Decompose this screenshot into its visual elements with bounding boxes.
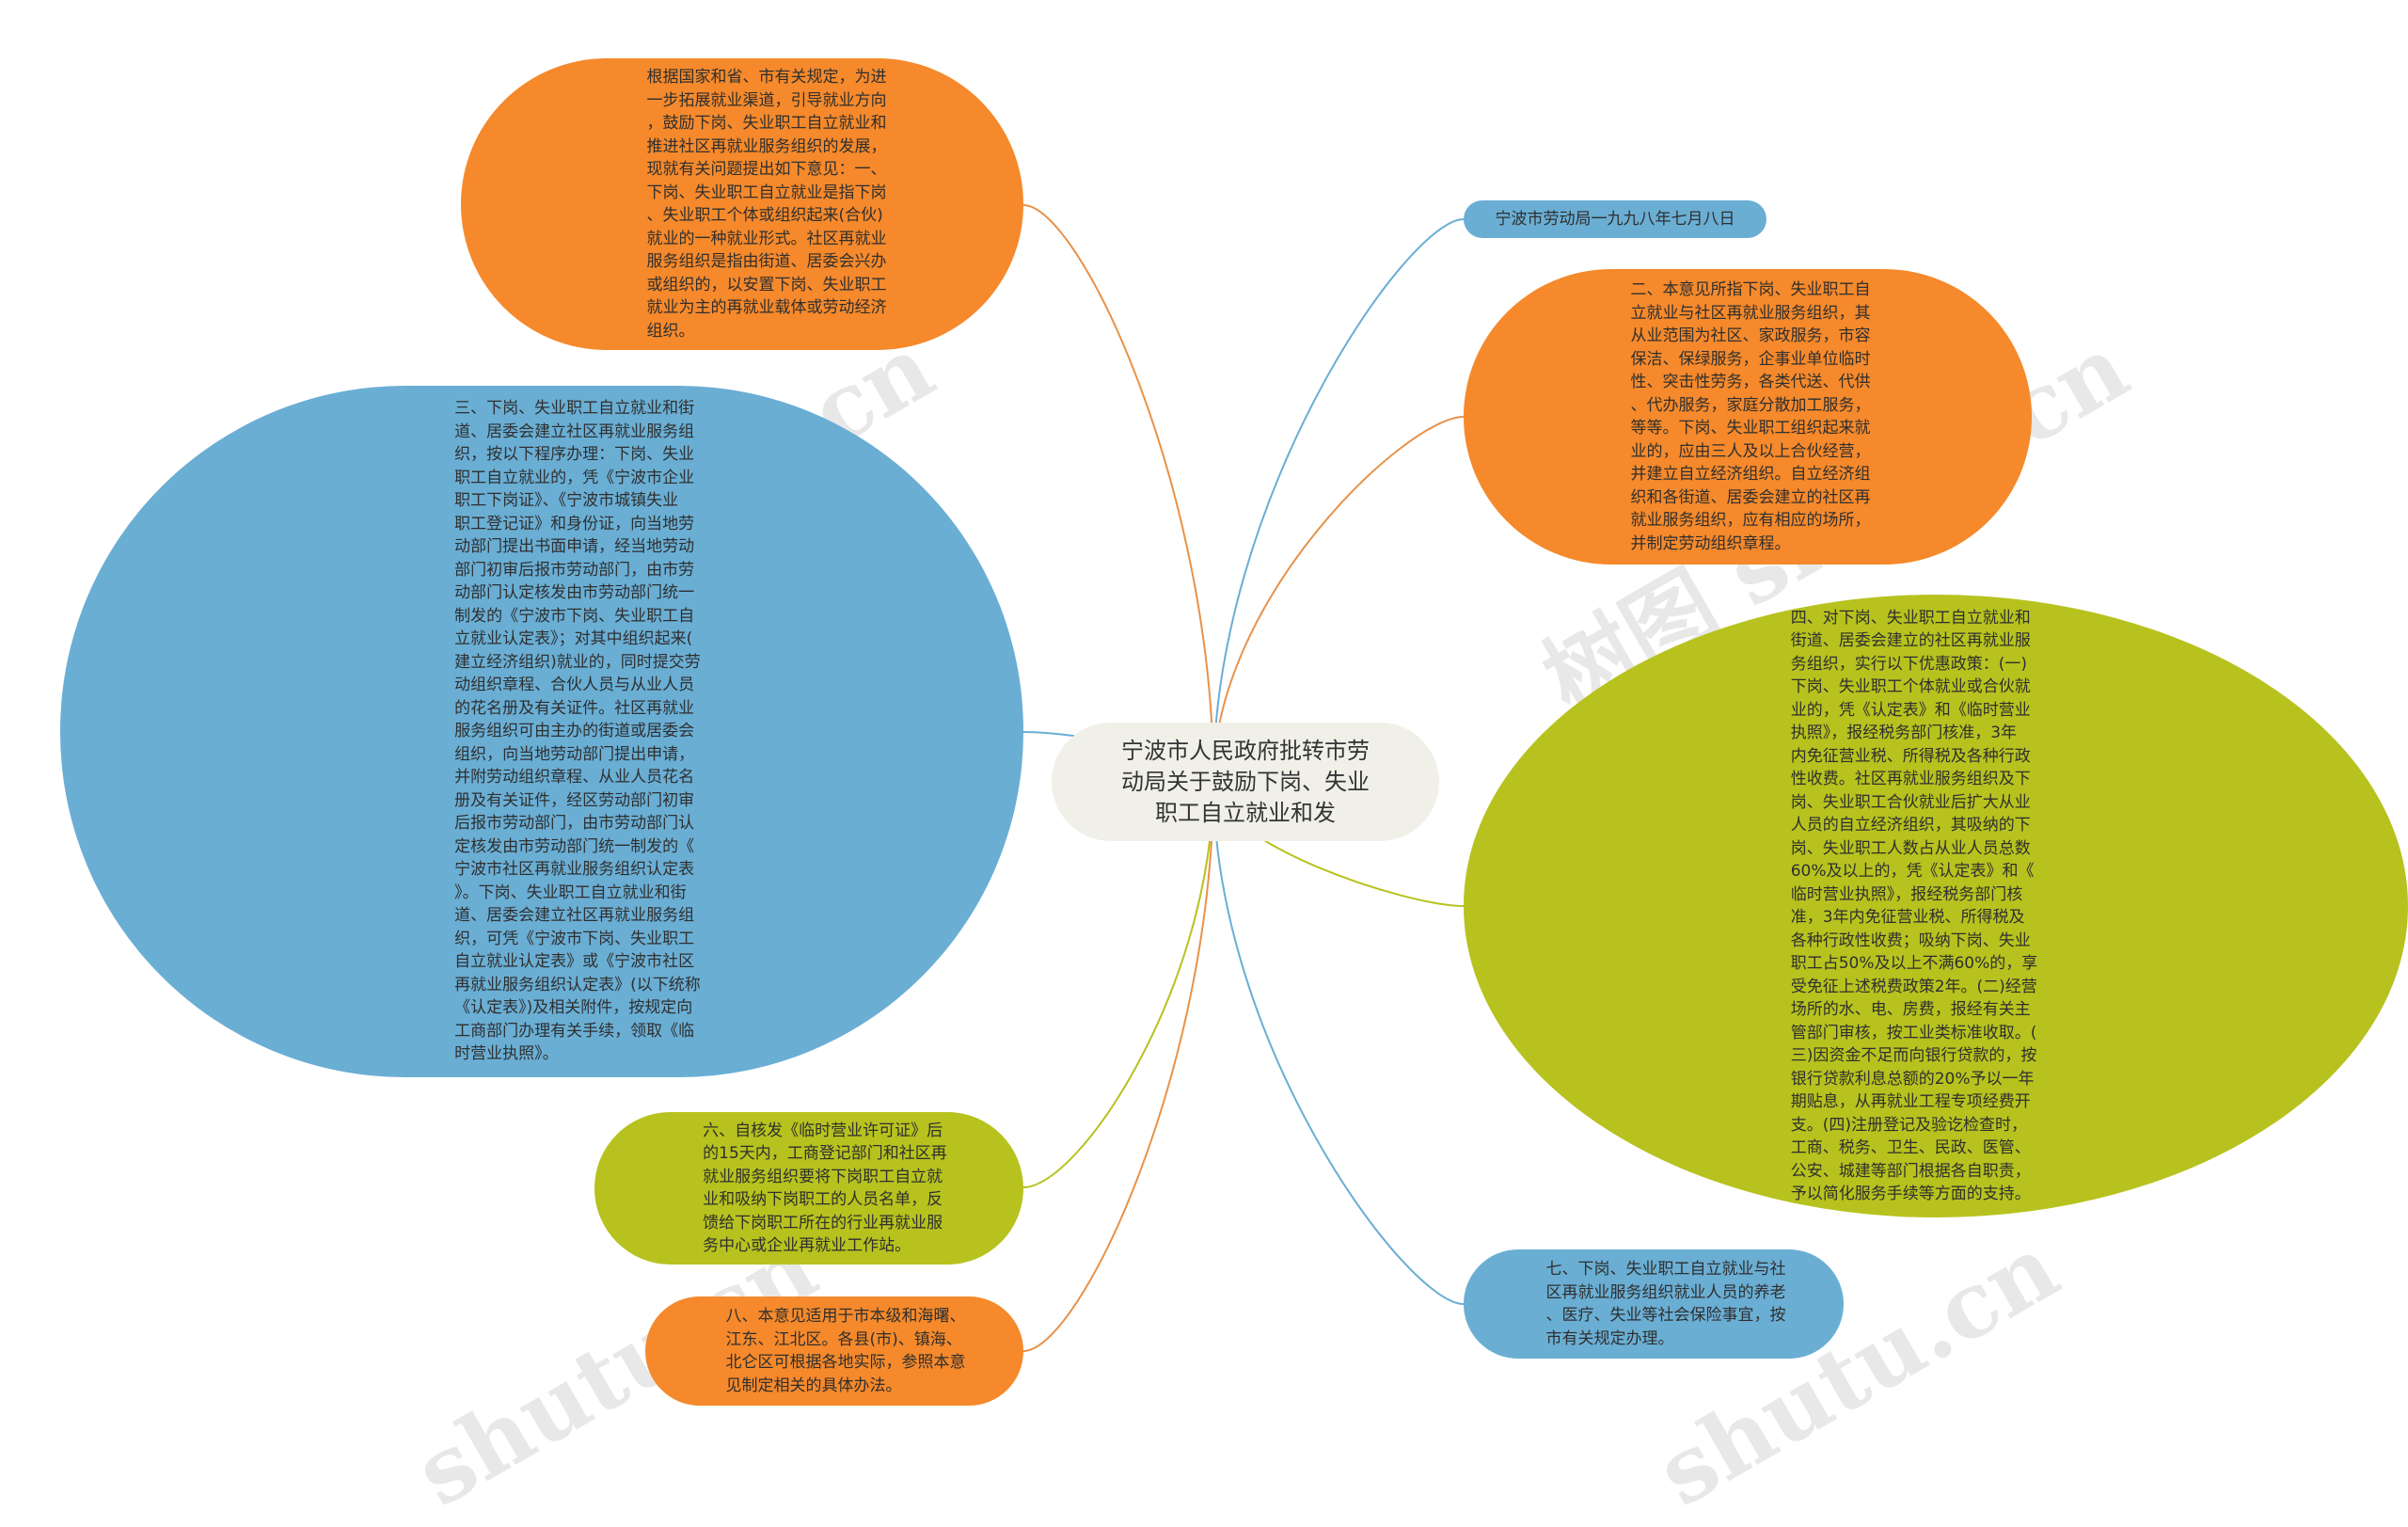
connector-line [1212,416,1465,782]
topic-node-intro[interactable]: 根据国家和省、市有关规定，为进 一步拓展就业渠道，引导就业方向 ，鼓励下岗、失业… [461,58,1023,350]
topic-node-text: 八、本意见适用于市本级和海曙、 江东、江北区。各县(市)、镇海、 北仑区可根据各… [725,1307,966,1395]
topic-node-section-6[interactable]: 六、自核发《临时营业许可证》后 的15天内，工商登记部门和社区再 就业服务组织要… [594,1112,1023,1265]
topic-node-text: 六、自核发《临时营业许可证》后 的15天内，工商登记部门和社区再 就业服务组织要… [703,1121,947,1256]
connector-line [1022,780,1214,1188]
topic-node-text: 七、下岗、失业职工自立就业与社 区再就业服务组织就业人员的养老 、医疗、失业等社… [1545,1260,1786,1348]
topic-node-text: 四、对下岗、失业职工自立就业和 街道、居委会建立的社区再就业服 务组织，实行以下… [1790,608,2038,1204]
topic-node-text: 根据国家和省、市有关规定，为进 一步拓展就业渠道，引导就业方向 ，鼓励下岗、失业… [646,68,887,341]
topic-node-section-8[interactable]: 八、本意见适用于市本级和海曙、 江东、江北区。各县(市)、镇海、 北仑区可根据各… [645,1296,1023,1406]
connector-line [1022,780,1214,1352]
topic-node-section-7[interactable]: 七、下岗、失业职工自立就业与社 区再就业服务组织就业人员的养老 、医疗、失业等社… [1464,1249,1844,1359]
topic-node-section-3[interactable]: 三、下岗、失业职工自立就业和街 道、居委会建立社区再就业服务组 织，按以下程序办… [60,386,1023,1077]
topic-node-text: 三、下岗、失业职工自立就业和街 道、居委会建立社区再就业服务组 织，按以下程序办… [454,399,701,1064]
topic-node-section-2[interactable]: 二、本意见所指下岗、失业职工自 立就业与社区再就业服务组织，其 从业范围为社区、… [1464,269,2032,565]
connector-line [1022,204,1214,782]
topic-node-date[interactable]: 宁波市劳动局一九九八年七月八日 [1464,200,1766,238]
topic-node-section-4[interactable]: 四、对下岗、失业职工自立就业和 街道、居委会建立的社区再就业服 务组织，实行以下… [1464,595,2408,1217]
central-topic[interactable]: 宁波市人民政府批转市劳 动局关于鼓励下岗、失业 职工自立就业和发 [1052,723,1439,841]
connector-line [1212,780,1465,1305]
topic-node-text: 二、本意见所指下岗、失业职工自 立就业与社区再就业服务组织，其 从业范围为社区、… [1630,280,1871,553]
central-topic-title: 宁波市人民政府批转市劳 动局关于鼓励下岗、失业 职工自立就业和发 [1121,737,1370,826]
connector-line [1212,218,1465,782]
topic-node-text: 宁波市劳动局一九九八年七月八日 [1495,209,1735,229]
